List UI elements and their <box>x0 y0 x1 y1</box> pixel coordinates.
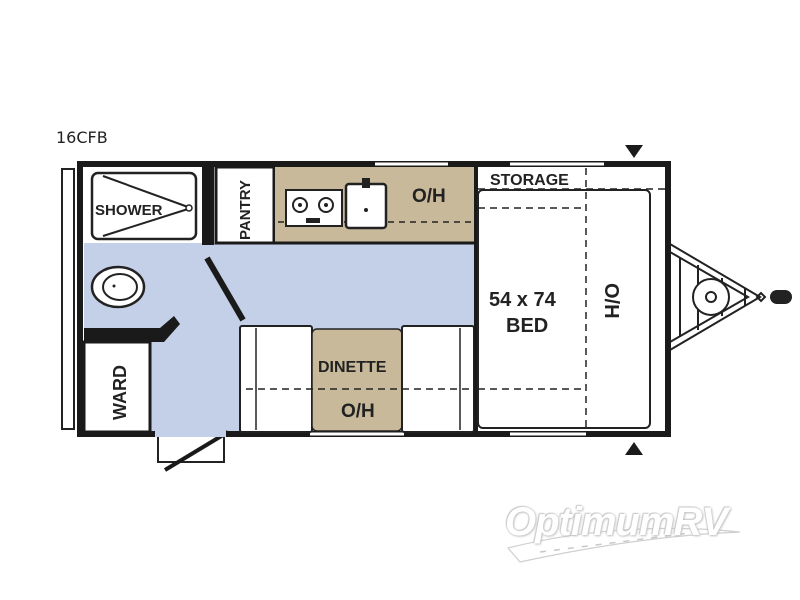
dinette-overhead-label: O/H <box>341 401 375 422</box>
bed-overhead-label: O/H <box>600 283 622 319</box>
sink-icon <box>344 182 388 230</box>
pantry-label: PANTRY <box>237 180 254 240</box>
shower-drain-icon <box>185 204 193 212</box>
bathroom-door[interactable] <box>204 256 246 322</box>
bed-size-label: 54 x 74 <box>489 289 557 311</box>
storage-label: STORAGE <box>490 172 569 189</box>
dinette-seat-left <box>239 325 313 433</box>
hitch-tongue-icon <box>669 243 767 351</box>
entry-step <box>157 433 225 463</box>
bed <box>477 189 651 429</box>
wardrobe-label: WARD <box>110 365 130 420</box>
kitchen-overhead-label: O/H <box>412 186 446 207</box>
shower-label: SHOWER <box>95 202 163 219</box>
entry-door[interactable] <box>163 430 230 472</box>
pantry <box>214 165 276 245</box>
bed-label: BED <box>506 315 548 337</box>
axle-marker-top-icon <box>625 145 643 158</box>
model-label: 16CFB <box>56 128 108 147</box>
awning-strip <box>61 168 75 430</box>
axle-marker-bottom-icon <box>625 442 643 455</box>
wardrobe <box>82 340 152 434</box>
watermark-logo: OptimumRV <box>505 500 728 544</box>
hitch-coupler-icon <box>770 290 792 304</box>
dinette-seat-right <box>401 325 475 433</box>
watermark-road-icon <box>506 527 741 563</box>
shower <box>90 171 198 241</box>
dinette-label: DINETTE <box>318 359 387 376</box>
